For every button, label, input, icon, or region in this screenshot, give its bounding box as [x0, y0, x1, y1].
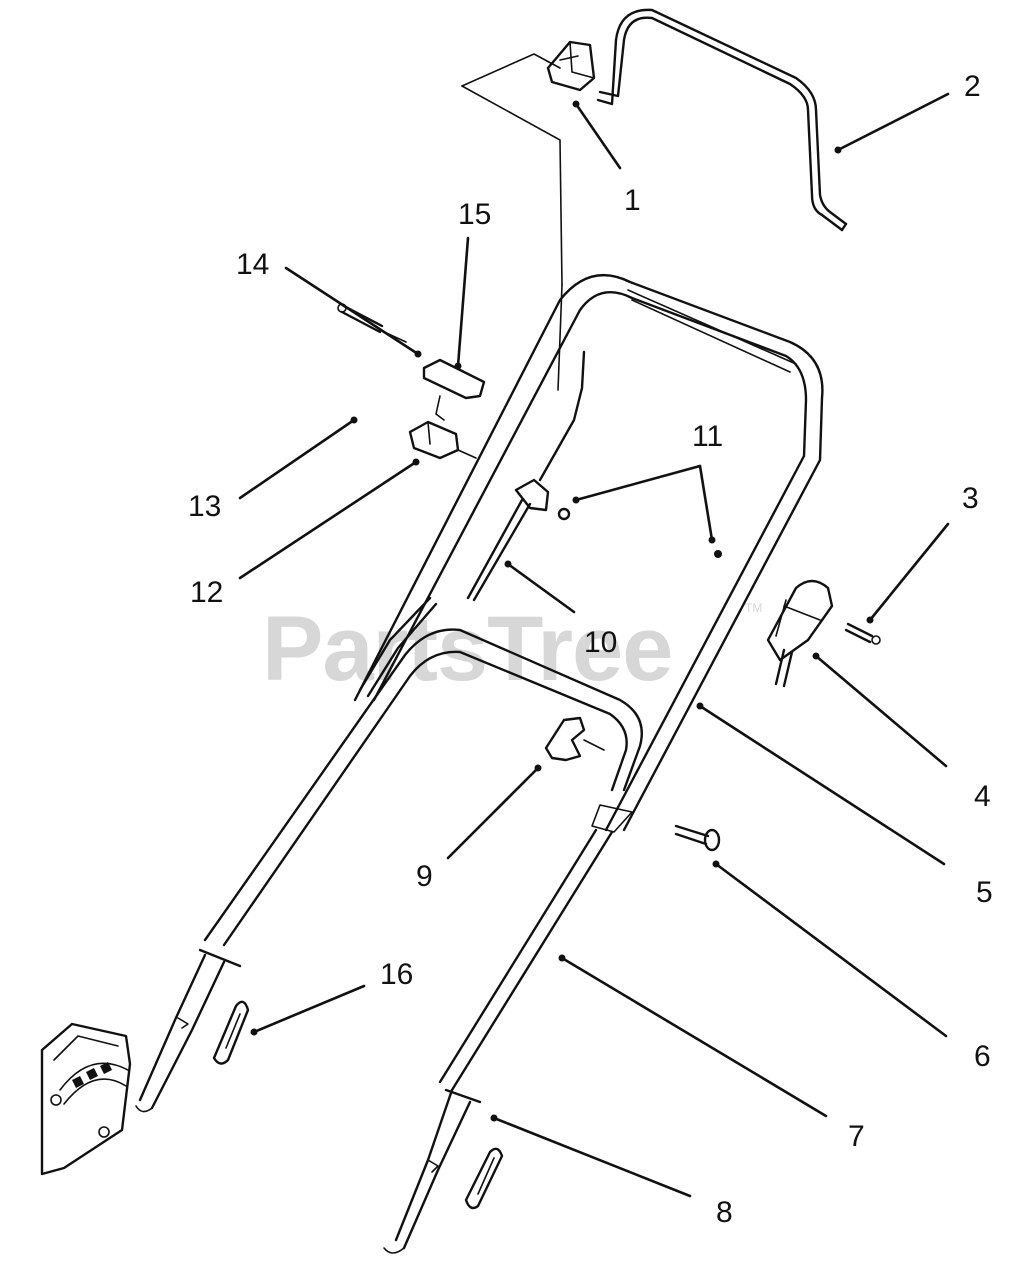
callout-3: 3	[962, 482, 979, 515]
callout-16: 16	[380, 958, 413, 991]
callout-1: 1	[624, 184, 641, 217]
callout-13: 13	[188, 490, 221, 523]
leader-10	[506, 562, 576, 614]
callout-12: 12	[190, 576, 223, 609]
lower-handle-leg	[383, 828, 614, 1254]
handle-knob	[544, 716, 605, 762]
leader-3	[868, 522, 950, 622]
cable-guide	[766, 579, 834, 688]
guide-screw	[844, 622, 881, 645]
leader-13	[238, 418, 356, 500]
leader-9	[446, 766, 540, 860]
leader-11b	[698, 464, 714, 542]
handle-insert-8	[464, 1147, 504, 1210]
bracket-block	[461, 40, 596, 391]
callout-8: 8	[716, 1196, 733, 1229]
upper-handle	[353, 274, 824, 832]
leader-11a	[574, 464, 702, 502]
switch-housing	[408, 420, 477, 460]
leader-6	[714, 862, 948, 1038]
bail-bar	[596, 8, 848, 232]
lower-handle-left-leg	[135, 948, 242, 1113]
leader-8	[492, 1116, 692, 1198]
leader-12	[238, 460, 418, 580]
lower-handle-crossbar	[203, 628, 643, 947]
leader-dots	[250, 100, 874, 1122]
callout-4: 4	[974, 780, 991, 813]
callout-5: 5	[976, 876, 993, 909]
leader-2	[836, 92, 950, 152]
callout-11: 11	[692, 420, 723, 453]
height-adjuster-plate	[40, 1022, 132, 1176]
leader-lines	[238, 92, 950, 1198]
control-cable	[358, 350, 586, 698]
callout-labels: 1 2 3 4 5 6 7 8 9 10 11 12 13 14 15 16	[188, 70, 993, 1229]
callout-7: 7	[848, 1120, 865, 1153]
watermark-trademark: TM	[745, 601, 762, 615]
callout-15: 15	[458, 198, 491, 231]
callout-6: 6	[974, 1040, 991, 1073]
leader-7	[560, 956, 828, 1118]
cable-clip	[514, 478, 550, 512]
callout-2: 2	[964, 70, 981, 103]
leader-14	[284, 266, 420, 356]
leader-1	[574, 102, 622, 170]
handle-insert-16	[212, 1000, 250, 1065]
watermark-text: PartsTree	[262, 598, 672, 700]
switch-lever	[422, 358, 486, 421]
callout-14: 14	[236, 248, 269, 281]
leader-5	[698, 704, 946, 866]
leader-15	[456, 236, 470, 368]
callout-10: 10	[584, 626, 617, 659]
callout-9: 9	[416, 860, 433, 893]
nuts	[557, 507, 722, 558]
leader-4	[814, 654, 948, 768]
carriage-bolt	[674, 824, 721, 852]
leader-16	[252, 984, 366, 1034]
